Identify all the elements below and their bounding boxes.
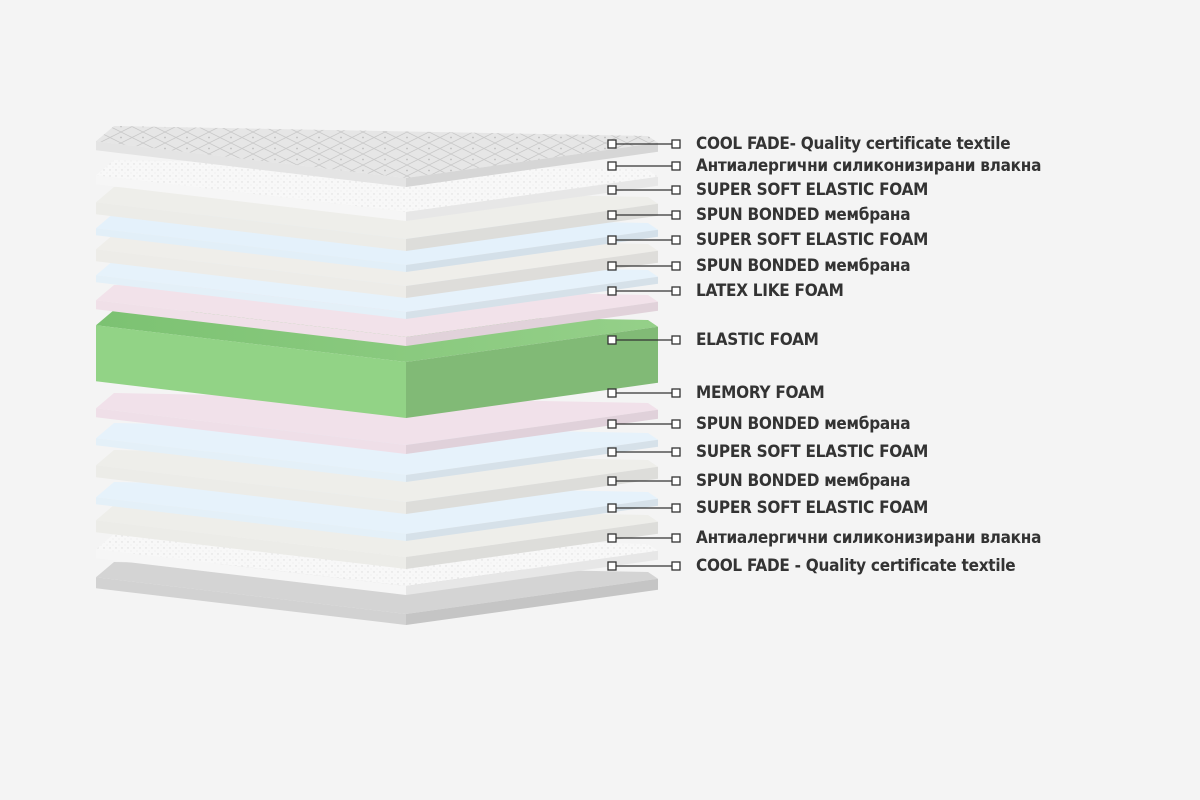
layer-side-face (406, 142, 658, 187)
layer-label: Антиалергични силиконизирани влакна (696, 156, 1042, 176)
layer-label: COOL FADE- Quality certificate textile (696, 134, 1011, 154)
connector-start-marker (607, 419, 617, 429)
layer-front-face (96, 408, 406, 454)
layer-label: SPUN BONDED мембрана (696, 256, 911, 276)
layer-front-face (96, 549, 406, 595)
layer-top-face (96, 393, 658, 445)
layer-front-face (96, 438, 406, 482)
layer-side-face (406, 301, 658, 346)
connector-start-marker (607, 476, 617, 486)
connector-end-marker (671, 533, 681, 543)
layer-side-face (406, 466, 658, 514)
connectors-group (607, 139, 681, 571)
layer-label: SPUN BONDED мембрана (696, 414, 911, 434)
layer-label: SUPER SOFT ELASTIC FOAM (696, 442, 929, 462)
connector-end-marker (671, 419, 681, 429)
connector-end-marker (671, 388, 681, 398)
layer-slab (96, 160, 658, 221)
layer-front-face (96, 300, 406, 346)
fiber-texture (96, 160, 658, 212)
connector-end-marker (671, 235, 681, 245)
layer-front-face (96, 325, 406, 418)
layer-side-face (406, 498, 658, 541)
layer-slab (96, 393, 658, 454)
connector-start-marker (607, 161, 617, 171)
connector-end-marker (671, 476, 681, 486)
connector-end-marker (671, 335, 681, 345)
connector-start-marker (607, 139, 617, 149)
connector-start-marker (607, 235, 617, 245)
layer-side-face (406, 409, 658, 454)
layer-side-face (406, 521, 658, 569)
connector-end-marker (671, 161, 681, 171)
connector-end-marker (671, 139, 681, 149)
connector-start-marker (607, 503, 617, 513)
connector-start-marker (607, 335, 617, 345)
layer-side-face (406, 203, 658, 251)
layer-label: SPUN BONDED мембрана (696, 471, 911, 491)
connector-start-marker (607, 210, 617, 220)
connector-end-marker (671, 286, 681, 296)
layer-side-face (406, 250, 658, 298)
connector-end-marker (671, 210, 681, 220)
layer-label: SUPER SOFT ELASTIC FOAM (696, 498, 929, 518)
layer-label: SPUN BONDED мембрана (696, 205, 911, 225)
layer-side-face (406, 550, 658, 595)
layer-front-face (96, 202, 406, 251)
quilt-pattern (96, 126, 658, 178)
layer-front-face (96, 228, 406, 272)
layer-front-face (96, 249, 406, 298)
layer-side-face (406, 439, 658, 482)
connector-end-marker (671, 185, 681, 195)
layer-front-face (96, 465, 406, 514)
connector-start-marker (607, 447, 617, 457)
layer-front-face (96, 275, 406, 319)
connector-end-marker (671, 261, 681, 271)
connector-end-marker (671, 447, 681, 457)
layer-side-face (406, 326, 658, 418)
layer-front-face (96, 497, 406, 541)
layer-label: COOL FADE - Quality certificate textile (696, 556, 1016, 576)
connector-start-marker (607, 388, 617, 398)
layer-side-face (406, 229, 658, 272)
layer-label: SUPER SOFT ELASTIC FOAM (696, 230, 929, 250)
connector-start-marker (607, 286, 617, 296)
layer-side-face (406, 578, 658, 625)
layer-front-face (96, 577, 406, 625)
layer-label: Антиалергични силиконизирани влакна (696, 528, 1042, 548)
layer-front-face (96, 520, 406, 569)
layer-front-face (96, 141, 406, 187)
connector-end-marker (671, 561, 681, 571)
layers-group (96, 126, 658, 625)
layer-side-face (406, 276, 658, 319)
layer-label: LATEX LIKE FOAM (696, 281, 844, 301)
layer-label: MEMORY FOAM (696, 383, 825, 403)
connector-start-marker (607, 533, 617, 543)
connector-end-marker (671, 503, 681, 513)
connector-start-marker (607, 561, 617, 571)
layer-front-face (96, 175, 406, 221)
layer-label: SUPER SOFT ELASTIC FOAM (696, 180, 929, 200)
connector-start-marker (607, 261, 617, 271)
layer-slab (96, 126, 658, 187)
layer-side-face (406, 176, 658, 221)
layer-label: ELASTIC FOAM (696, 330, 819, 350)
connector-start-marker (607, 185, 617, 195)
